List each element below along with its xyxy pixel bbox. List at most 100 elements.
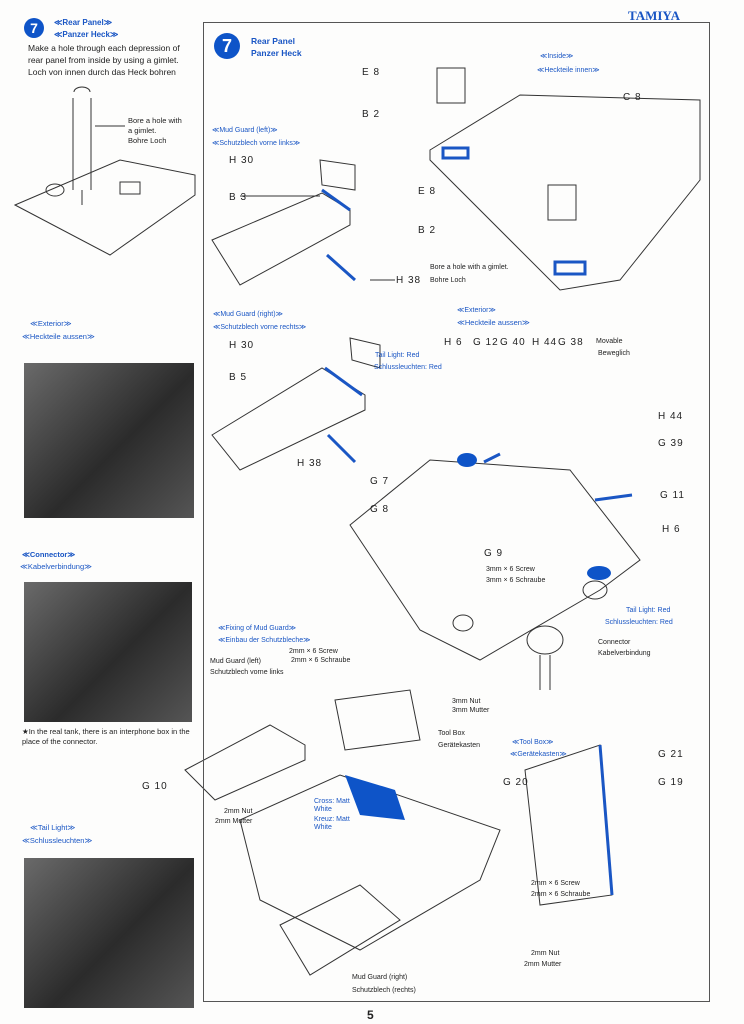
left-instruction-de: Loch von innen durch das Heck bohren <box>28 67 176 77</box>
main-title-en: Rear Panel <box>251 36 295 46</box>
label-mud-right-en: ≪Mud Guard (right)≫ <box>213 311 283 318</box>
label-mud-right-de: ≪Schutzblech vorne rechts≫ <box>213 324 307 331</box>
label-screw2b-de: 2mm × 6 Schraube <box>531 891 591 898</box>
label-c8: C 8 <box>623 92 642 103</box>
label-connector-de: Kabelverbindung <box>598 650 651 657</box>
left-note: ★In the real tank, there is an interphon… <box>22 727 190 746</box>
label-exterior-en: ≪Exterior≫ <box>457 307 496 314</box>
left-exterior-en: ≪Exterior≫ <box>30 319 72 328</box>
label-toolbox-h-de: ≪Gerätekasten≫ <box>510 751 567 758</box>
inside-panel-drawing <box>429 67 701 291</box>
label-g11: G 11 <box>660 490 685 501</box>
panel-drawing-left <box>13 159 196 256</box>
exterior-panel-drawing <box>349 459 641 661</box>
left-bore-de: Bohre Loch <box>128 136 167 145</box>
left-connector-de: ≪Kabelverbindung≫ <box>20 562 92 571</box>
blue-glue-marks <box>321 146 633 896</box>
label-bore-en: Bore a hole with a gimlet. <box>430 264 509 271</box>
label-nut2a-en: 2mm Nut <box>224 808 253 815</box>
label-g19: G 19 <box>658 777 684 788</box>
label-mud-left-de: ≪Schutzblech vorne links≫ <box>212 140 301 147</box>
label-nut2b-de: 2mm Mutter <box>524 961 562 968</box>
page-number: 5 <box>367 1008 374 1022</box>
label-movable-en: Movable <box>596 338 623 345</box>
label-b5: B 5 <box>229 372 248 383</box>
label-screw3-de: 3mm × 6 Schraube <box>486 577 546 584</box>
label-nut2a-de: 2mm Mutter <box>215 818 253 825</box>
left-exterior-de: ≪Heckteile aussen≫ <box>22 332 95 341</box>
left-title-en: ≪Rear Panel≫ <box>54 18 113 27</box>
label-toolbox-h-en: ≪Tool Box≫ <box>512 739 554 746</box>
label-tail2-de: Schlussleuchten: Red <box>605 619 673 626</box>
label-b2b: B 2 <box>418 225 437 236</box>
main-step-badge: 7 <box>214 33 240 59</box>
label-mudr-en: Mud Guard (right) <box>352 974 408 981</box>
label-toolbox-de: Gerätekasten <box>438 742 481 749</box>
label-bore-de: Bohre Loch <box>430 277 466 284</box>
brand-logo: TAMIYA <box>628 8 681 23</box>
main-title-de: Panzer Heck <box>251 48 302 58</box>
mud-guard-left-drawing <box>211 159 395 286</box>
label-mudl-en: Mud Guard (left) <box>210 658 261 665</box>
label-fixing-de: ≪Einbau der Schutzbleche≫ <box>218 637 311 644</box>
gimlet-drawing <box>72 86 125 205</box>
left-bore-en: Bore a hole with a gimlet. <box>128 116 182 135</box>
left-g10-label: G 10 <box>142 781 168 792</box>
label-h6a: H 6 <box>444 337 463 348</box>
label-g12: G 12 <box>473 337 499 348</box>
label-connector-en: Connector <box>598 639 631 646</box>
label-cross-de: Kreuz: Matt White <box>314 816 350 831</box>
label-h38a: H 38 <box>396 275 422 286</box>
label-nut3-en: 3mm Nut <box>452 698 481 705</box>
label-screw3-en: 3mm × 6 Screw <box>486 566 535 573</box>
label-inside-en: ≪Inside≫ <box>540 53 574 60</box>
label-mud-left-en: ≪Mud Guard (left)≫ <box>212 127 278 134</box>
label-fixing-en: ≪Fixing of Mud Guard≫ <box>218 625 297 632</box>
left-tail-de: ≪Schlussleuchten≫ <box>22 836 93 845</box>
label-h30b: H 30 <box>229 340 255 351</box>
left-title-de: ≪Panzer Heck≫ <box>54 30 119 39</box>
left-instruction-en: Make a hole through each depression of r… <box>28 43 180 65</box>
label-cross-en: Cross: Matt White <box>314 798 350 813</box>
label-tail2-en: Tail Light: Red <box>626 607 671 614</box>
label-g40: G 40 <box>500 337 526 348</box>
label-movable-de: Beweglich <box>598 350 630 357</box>
label-g39: G 39 <box>658 438 684 449</box>
label-g38: G 38 <box>558 337 584 348</box>
label-h44a: H 44 <box>532 337 558 348</box>
label-g9: G 9 <box>484 548 504 559</box>
label-nut3-de: 3mm Mutter <box>452 707 490 714</box>
label-h6b: H 6 <box>662 524 681 535</box>
tail-light-photo <box>24 858 194 1008</box>
label-inside-de: ≪Heckteile innen≫ <box>537 67 600 74</box>
label-b2a: B 2 <box>362 109 381 120</box>
connector-photo <box>24 582 192 722</box>
label-g8: G 8 <box>370 504 390 515</box>
exterior-photo <box>24 363 194 518</box>
label-g20: G 20 <box>503 777 529 788</box>
label-e8b: E 8 <box>418 186 437 197</box>
connector-drawing <box>526 625 564 690</box>
label-mudl-de: Schutzblech vorne links <box>210 669 284 676</box>
label-g7: G 7 <box>370 476 390 487</box>
step-number-badge: 7 <box>24 18 44 38</box>
label-h38b: H 38 <box>297 458 323 469</box>
label-nut2b-en: 2mm Nut <box>531 950 560 957</box>
label-tail-de: Schlussleuchten: Red <box>374 364 442 371</box>
label-toolbox-en: Tool Box <box>438 730 465 737</box>
label-screw2b-en: 2mm × 6 Screw <box>531 880 580 887</box>
left-tail-en: ≪Tail Light≫ <box>30 823 76 832</box>
left-connector-en: ≪Connector≫ <box>22 550 76 559</box>
label-b3: B 3 <box>229 192 248 203</box>
label-mudr-de: Schutzblech (rechts) <box>352 987 416 994</box>
step-frame <box>203 22 710 1002</box>
label-exterior-de: ≪Heckteile aussen≫ <box>457 318 530 327</box>
label-h44b: H 44 <box>658 411 684 422</box>
label-e8a: E 8 <box>362 67 381 78</box>
label-screw2a-de: 2mm × 6 Schraube <box>291 657 351 664</box>
label-h30a: H 30 <box>229 155 255 166</box>
fixing-drawing <box>184 689 501 976</box>
label-g21: G 21 <box>658 749 684 760</box>
